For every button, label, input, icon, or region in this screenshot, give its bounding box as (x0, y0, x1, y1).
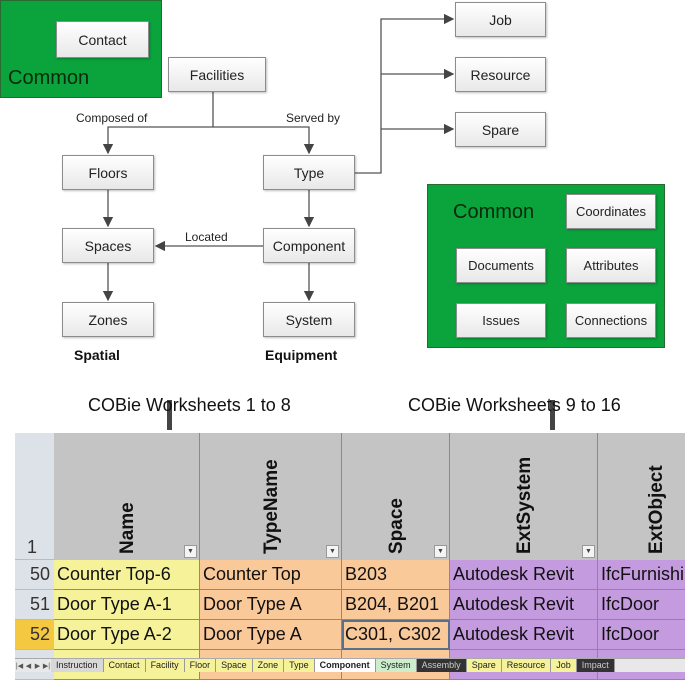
column-header-label: Space (385, 498, 407, 554)
common-group-top: Contact Common (0, 0, 162, 98)
node-connections[interactable]: Connections (566, 303, 656, 338)
filter-dropdown-icon[interactable]: ▼ (582, 545, 595, 558)
node-component[interactable]: Component (263, 228, 355, 263)
spreadsheet: 1 Name▼TypeName▼Space▼ExtSystem▼ExtObjec… (15, 433, 685, 680)
row-header[interactable]: 50 (15, 560, 54, 590)
column-header-name[interactable]: Name ▼ (54, 433, 200, 560)
common-label: Common (453, 201, 535, 223)
column-header-label: ExtSystem (513, 456, 535, 554)
node-zones[interactable]: Zones (62, 302, 154, 337)
sheet-tab-type[interactable]: Type (284, 659, 315, 672)
filter-dropdown-icon[interactable]: ▼ (184, 545, 197, 558)
node-facilities[interactable]: Facilities (168, 57, 266, 92)
prev-sheet-icon[interactable]: ◀ (25, 662, 32, 670)
arrow-1-8 (167, 400, 172, 430)
column-header-extobject[interactable]: ExtObject▼ (598, 433, 685, 560)
node-issues[interactable]: Issues (456, 303, 546, 338)
sheet-tab-component[interactable]: Component (314, 659, 376, 672)
node-floors[interactable]: Floors (62, 155, 154, 190)
first-sheet-icon[interactable]: |◀ (15, 662, 24, 670)
table-cell[interactable]: IfcFurnishingElement (598, 560, 685, 590)
row-header-1[interactable]: 1 (15, 433, 54, 560)
last-sheet-icon[interactable]: ▶| (42, 662, 51, 670)
node-contact[interactable]: Contact (56, 21, 149, 58)
sheet-tab-job[interactable]: Job (551, 659, 577, 672)
filter-dropdown-icon[interactable]: ▼ (434, 545, 447, 558)
table-cell[interactable]: Counter Top-6 (54, 560, 200, 590)
group-label-spatial: Spatial (74, 347, 120, 363)
column-header-label: ExtObject (646, 465, 667, 554)
table-cell[interactable]: B203 (342, 560, 450, 590)
sheet-tab-floor[interactable]: Floor (184, 659, 217, 672)
table-cell[interactable]: Door Type A (200, 620, 342, 650)
node-documents[interactable]: Documents (456, 248, 546, 283)
table-cell[interactable]: IfcDoor (598, 590, 685, 620)
sheet-tab-contact[interactable]: Contact (103, 659, 146, 672)
sheet-tab-resource[interactable]: Resource (501, 659, 552, 672)
filter-dropdown-icon[interactable]: ▼ (326, 545, 339, 558)
row-header[interactable]: 51 (15, 590, 54, 620)
sheet-tab-system[interactable]: System (375, 659, 417, 672)
diagram-connectors (102, 13, 555, 430)
sheet-tab-zone[interactable]: Zone (252, 659, 285, 672)
node-attributes[interactable]: Attributes (566, 248, 656, 283)
sheet-tab-instruction[interactable]: Instruction (51, 659, 104, 672)
worksheets-1-8-label: COBie Worksheets 1 to 8 (88, 395, 291, 415)
column-header-space[interactable]: Space ▼ (342, 433, 450, 560)
table-cell[interactable]: B204, B201 (342, 590, 450, 620)
node-spare[interactable]: Spare (455, 112, 546, 147)
table-cell[interactable]: Counter Top (200, 560, 342, 590)
table-cell[interactable]: Door Type A (200, 590, 342, 620)
table-cell[interactable]: Autodesk Revit (450, 620, 598, 650)
node-spaces[interactable]: Spaces (62, 228, 154, 263)
node-system[interactable]: System (263, 302, 355, 337)
node-resource[interactable]: Resource (455, 57, 546, 92)
sheet-tab-impact[interactable]: Impact (576, 659, 615, 672)
edge-label-served-by: Served by (286, 111, 341, 125)
table-cell[interactable]: Autodesk Revit (450, 590, 598, 620)
common-label: Common (8, 67, 90, 89)
sheet-tab-space[interactable]: Space (216, 659, 253, 672)
arrow-9-16 (550, 400, 555, 430)
group-label-equipment: Equipment (265, 347, 338, 363)
sheet-tab-spare[interactable]: Spare (466, 659, 502, 672)
sheet-tab-assembly[interactable]: Assembly (416, 659, 467, 672)
next-sheet-icon[interactable]: ▶ (34, 662, 41, 670)
node-coordinates[interactable]: Coordinates (566, 194, 656, 229)
column-header-extsystem[interactable]: ExtSystem ▼ (450, 433, 598, 560)
common-group-right: Common Coordinates Documents Attributes … (427, 184, 665, 348)
row-header[interactable]: 52 (15, 620, 54, 650)
table-cell[interactable]: Door Type A-2 (54, 620, 200, 650)
column-header-label: TypeName (260, 459, 282, 554)
worksheets-9-16-label: COBie Worksheets 9 to 16 (408, 395, 621, 415)
sheet-tab-facility[interactable]: Facility (145, 659, 185, 672)
table-cell[interactable]: Door Type A-1 (54, 590, 200, 620)
edge-label-composed-of: Composed of (76, 111, 148, 125)
node-type[interactable]: Type (263, 155, 355, 190)
row-number: 1 (27, 537, 38, 557)
table-cell[interactable]: IfcDoor (598, 620, 685, 650)
node-job[interactable]: Job (455, 2, 546, 37)
table-cell[interactable]: Autodesk Revit (450, 560, 598, 590)
table-cell[interactable]: C301, C302 (342, 620, 450, 650)
column-header-label: Name (116, 502, 138, 554)
edge-label-located: Located (185, 230, 228, 244)
column-header-typename[interactable]: TypeName ▼ (200, 433, 342, 560)
